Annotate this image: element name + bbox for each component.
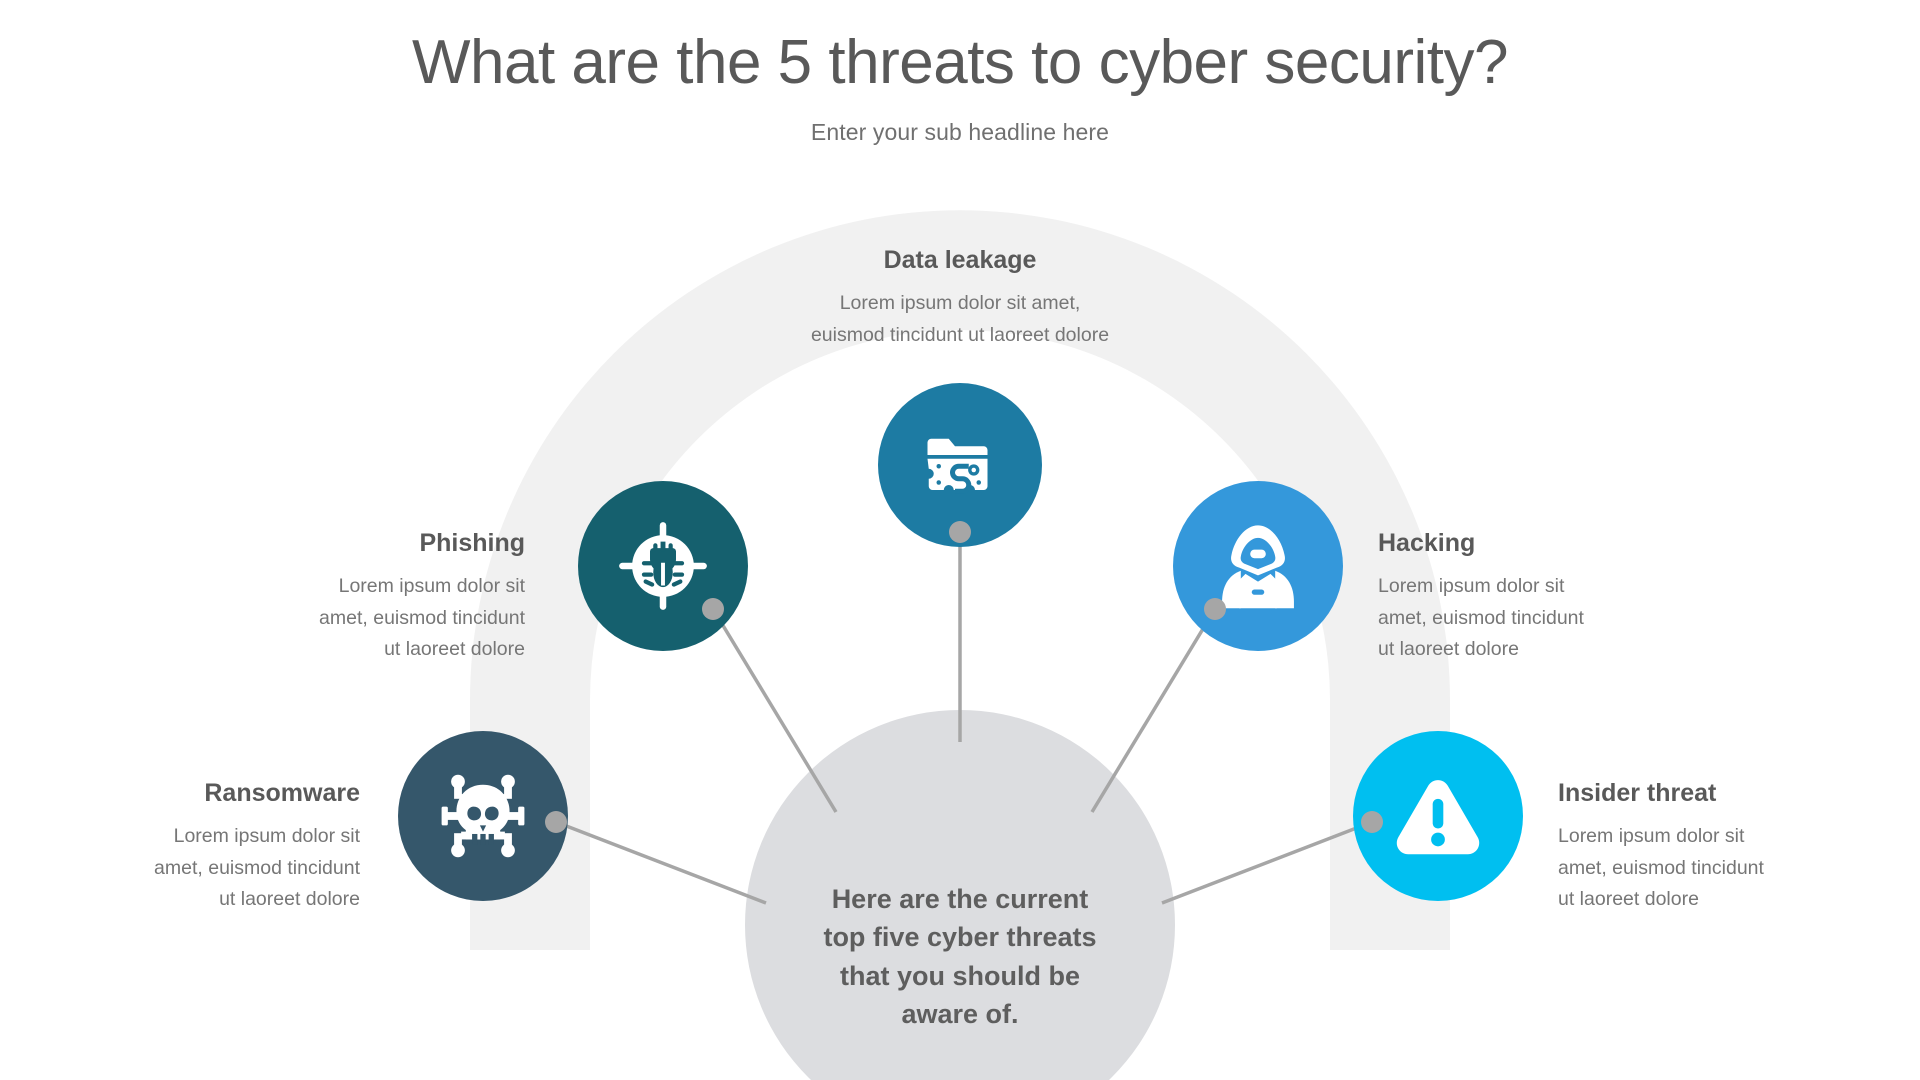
desc-line: Lorem ipsum dolor sit xyxy=(1378,575,1565,598)
page-subtitle: Enter your sub headline here xyxy=(810,119,1110,146)
connector-dot-ransomware xyxy=(545,811,567,833)
desc-line: amet, euismod tincidunt xyxy=(1558,856,1764,879)
connector-dot-data-leakage xyxy=(949,521,971,543)
center-line-4: aware of. xyxy=(901,998,1019,1029)
desc-line: Lorem ipsum dolor sit xyxy=(173,825,360,848)
label-hacking: Hacking Lorem ipsum dolor sit amet, euis… xyxy=(1378,528,1718,666)
desc-line: amet, euismod tincidunt xyxy=(1378,606,1584,629)
desc-line: ut laoreet dolore xyxy=(219,888,360,911)
label-desc-phishing: Lorem ipsum dolor sit amet, euismod tinc… xyxy=(200,571,525,666)
label-ransomware: Ransomware Lorem ipsum dolor sit amet, e… xyxy=(60,778,360,916)
desc-line: amet, euismod tincidunt xyxy=(319,606,525,629)
label-insider-threat: Insider threat Lorem ipsum dolor sit ame… xyxy=(1558,778,1878,916)
desc-line: ut laoreet dolore xyxy=(1558,888,1699,911)
label-phishing: Phishing Lorem ipsum dolor sit amet, eui… xyxy=(200,528,525,666)
center-line-1: Here are the current xyxy=(831,884,1089,914)
line-phishing xyxy=(711,608,838,813)
header: What are the 5 threats to cyber security… xyxy=(0,28,1920,146)
hooded-hacker-icon xyxy=(1222,525,1294,609)
label-desc-hacking: Lorem ipsum dolor sit amet, euismod tinc… xyxy=(1378,571,1718,666)
node-hacking[interactable] xyxy=(1173,481,1343,651)
warning-triangle-icon xyxy=(1396,780,1480,855)
center-line-3: that you should be xyxy=(840,960,1080,991)
label-title-insider-threat: Insider threat xyxy=(1558,779,1717,807)
center-line-2: top five cyber threats xyxy=(823,922,1097,953)
node-insider-threat[interactable] xyxy=(1353,731,1523,901)
node-phishing[interactable] xyxy=(578,481,748,651)
desc-line: euismod tincidunt ut laoreet dolore xyxy=(810,323,1110,346)
node-ransomware[interactable] xyxy=(398,731,568,901)
desc-line: Lorem ipsum dolor sit amet, xyxy=(839,292,1081,315)
desc-line: amet, euismod tincidunt xyxy=(154,856,360,879)
desc-line: ut laoreet dolore xyxy=(384,638,525,661)
label-title-data-leakage: Data leakage xyxy=(883,246,1037,274)
label-title-ransomware: Ransomware xyxy=(204,779,360,807)
label-title-hacking: Hacking xyxy=(1378,529,1476,557)
connector-dot-insider-threat xyxy=(1361,811,1383,833)
line-ransomware xyxy=(555,820,767,905)
label-desc-data-leakage: Lorem ipsum dolor sit amet, euismod tinc… xyxy=(660,288,1260,351)
label-desc-insider-threat: Lorem ipsum dolor sit amet, euismod tinc… xyxy=(1558,821,1878,916)
center-circle-shape xyxy=(745,710,1175,1080)
label-title-phishing: Phishing xyxy=(419,529,525,557)
skull-crossbones-icon xyxy=(441,774,525,858)
folder-leak-icon xyxy=(927,438,988,494)
line-hacking xyxy=(1090,608,1217,813)
connector-dot-hacking xyxy=(1204,598,1226,620)
desc-line: Lorem ipsum dolor sit xyxy=(1558,825,1745,848)
line-insider-threat xyxy=(1161,820,1373,905)
bug-target-icon xyxy=(619,522,707,610)
center-statement: Here are the current top five cyber thre… xyxy=(760,880,1160,1033)
connector-dot-phishing xyxy=(702,598,724,620)
label-data-leakage: Data leakage Lorem ipsum dolor sit amet,… xyxy=(660,245,1260,351)
node-data-leakage[interactable] xyxy=(878,383,1042,547)
desc-line: ut laoreet dolore xyxy=(1378,638,1519,661)
desc-line: Lorem ipsum dolor sit xyxy=(338,575,525,598)
label-desc-ransomware: Lorem ipsum dolor sit amet, euismod tinc… xyxy=(60,821,360,916)
page-title: What are the 5 threats to cyber security… xyxy=(411,28,1509,97)
